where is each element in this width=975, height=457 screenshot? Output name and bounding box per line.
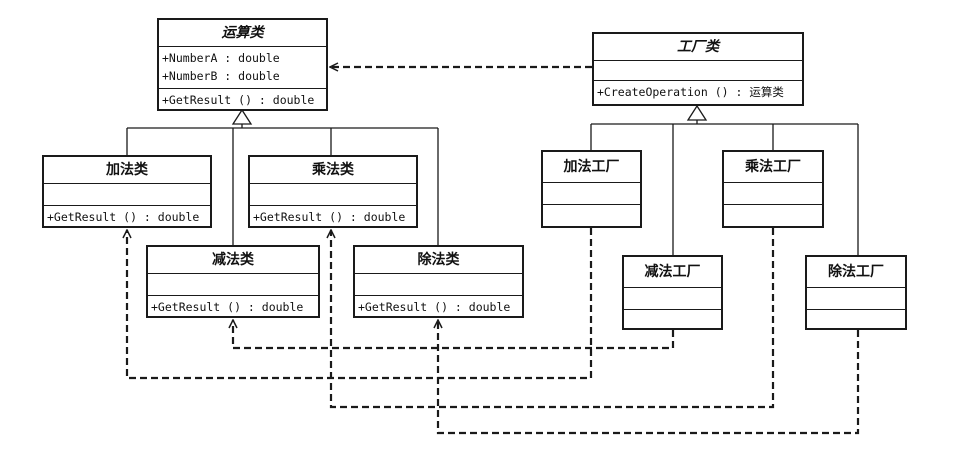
add-class-attributes xyxy=(44,184,210,206)
operation-get-result: +GetResult () : double xyxy=(162,93,315,107)
div-class: 除法类 +GetResult () : double xyxy=(353,245,524,318)
attribute-number-a: +NumberA : double xyxy=(162,51,280,65)
mul-class: 乘法类 +GetResult () : double xyxy=(248,155,418,228)
mul-class-attributes xyxy=(250,184,416,206)
operation-create-operation: +CreateOperation () : 运算类 xyxy=(597,85,784,99)
generalization-operation xyxy=(126,108,439,245)
div-factory-attributes xyxy=(807,288,905,310)
div-class-name: 除法类 xyxy=(355,247,522,274)
sub-factory-attributes xyxy=(624,288,721,310)
factory-class-operations: +CreateOperation () : 运算类 xyxy=(594,81,802,103)
add-factory-attributes xyxy=(543,183,640,205)
factory-class-attributes xyxy=(594,61,802,81)
add-class-operations: +GetResult () : double xyxy=(44,206,210,228)
sub-class-operations: +GetResult () : double xyxy=(148,296,318,318)
mul-factory: 乘法工厂 xyxy=(722,150,824,228)
generalization-factory xyxy=(590,104,859,255)
add-class: 加法类 +GetResult () : double xyxy=(42,155,212,228)
sub-get-result: +GetResult () : double xyxy=(151,300,304,314)
add-factory-operations xyxy=(543,205,640,209)
div-factory-name: 除法工厂 xyxy=(807,257,905,288)
sub-factory-name: 减法工厂 xyxy=(624,257,721,288)
div-class-operations: +GetResult () : double xyxy=(355,296,522,318)
dependency-div-factory xyxy=(438,320,860,435)
operation-class: 运算类 +NumberA : double +NumberB : double … xyxy=(157,18,328,111)
div-class-attributes xyxy=(355,274,522,296)
dependency-add-factory xyxy=(127,228,593,380)
sub-class-name: 减法类 xyxy=(148,247,318,274)
operation-class-name: 运算类 xyxy=(159,20,326,47)
dependency-sub-factory xyxy=(233,320,675,350)
attribute-number-b: +NumberB : double xyxy=(162,69,280,83)
add-factory: 加法工厂 xyxy=(541,150,642,228)
div-factory: 除法工厂 xyxy=(805,255,907,330)
sub-class: 减法类 +GetResult () : double xyxy=(146,245,320,318)
operation-class-attributes: +NumberA : double +NumberB : double xyxy=(159,47,326,89)
sub-factory-operations xyxy=(624,310,721,314)
add-get-result: +GetResult () : double xyxy=(47,210,200,224)
mul-factory-attributes xyxy=(724,183,822,205)
mul-get-result: +GetResult () : double xyxy=(253,210,406,224)
sub-factory: 减法工厂 xyxy=(622,255,723,330)
dependency-mul-factory xyxy=(331,228,775,409)
mul-class-name: 乘法类 xyxy=(250,157,416,184)
add-class-name: 加法类 xyxy=(44,157,210,184)
factory-class-name: 工厂类 xyxy=(594,34,802,61)
mul-factory-operations xyxy=(724,205,822,209)
sub-class-attributes xyxy=(148,274,318,296)
operation-class-operations: +GetResult () : double xyxy=(159,89,326,111)
div-get-result: +GetResult () : double xyxy=(358,300,511,314)
mul-factory-name: 乘法工厂 xyxy=(724,152,822,183)
div-factory-operations xyxy=(807,310,905,314)
add-factory-name: 加法工厂 xyxy=(543,152,640,183)
factory-class: 工厂类 +CreateOperation () : 运算类 xyxy=(592,32,804,106)
mul-class-operations: +GetResult () : double xyxy=(250,206,416,228)
